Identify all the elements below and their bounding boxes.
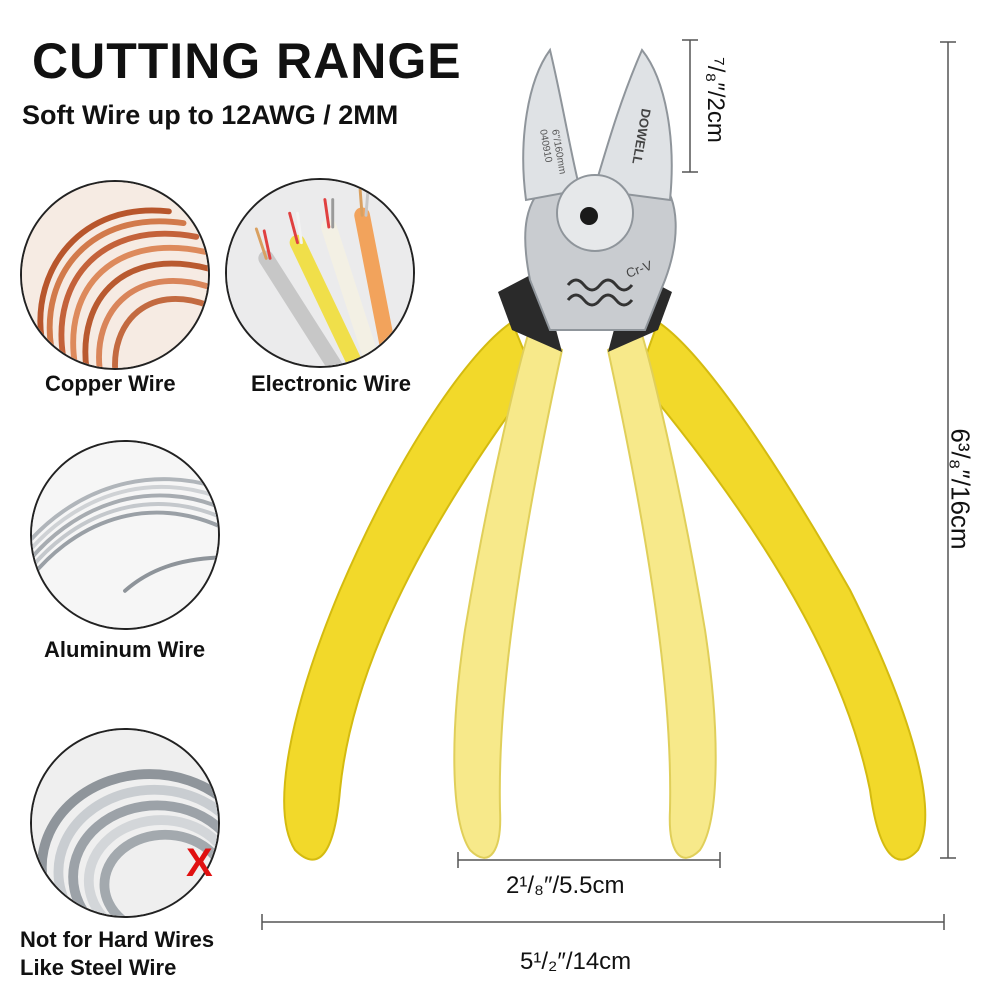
right-jaw — [592, 48, 673, 202]
hard-wire-warning-label: Not for Hard Wires Like Steel Wire — [20, 926, 214, 981]
handle-gap-label: 2¹/₈″/5.5cm — [506, 872, 625, 899]
return-spring — [566, 278, 634, 292]
left-jaw — [522, 47, 582, 202]
electronic-wire-label: Electronic Wire — [251, 371, 411, 396]
copper-wire-label: Copper Wire — [45, 371, 176, 396]
page-subtitle: Soft Wire up to 12AWG / 2MM — [22, 100, 399, 130]
electronic-wire-icon — [225, 178, 415, 368]
steel-wire-coil-icon — [30, 728, 220, 918]
total-length-label: 6³/₈″/16cm — [945, 428, 976, 550]
diagonal-cutter-pliers-image: 6"/160mm 040910 DOWELL Cr-V — [283, 47, 927, 861]
not-allowed-mark: X — [186, 841, 213, 885]
left-collar — [498, 270, 562, 352]
aluminum-wire-label: Aluminum Wire — [44, 637, 206, 662]
total-width-label: 5¹/₂″/14cm — [520, 948, 632, 975]
hard-wire-warning-line1: Not for Hard Wires — [20, 927, 215, 952]
left-inner-handle — [453, 326, 564, 859]
jaw-length-label: ⁷/₈″/2cm — [701, 57, 729, 143]
right-inner-handle — [606, 326, 717, 859]
pivot-bolt — [580, 207, 598, 225]
left-outer-handle — [283, 320, 537, 861]
hard-wire-warning-line2: Like Steel Wire — [20, 954, 177, 980]
copper-wire-coil-icon — [20, 180, 210, 370]
page-title: CUTTING RANGE — [32, 33, 462, 89]
right-outer-handle — [636, 320, 927, 861]
aluminum-wire-coil-icon — [30, 440, 220, 630]
